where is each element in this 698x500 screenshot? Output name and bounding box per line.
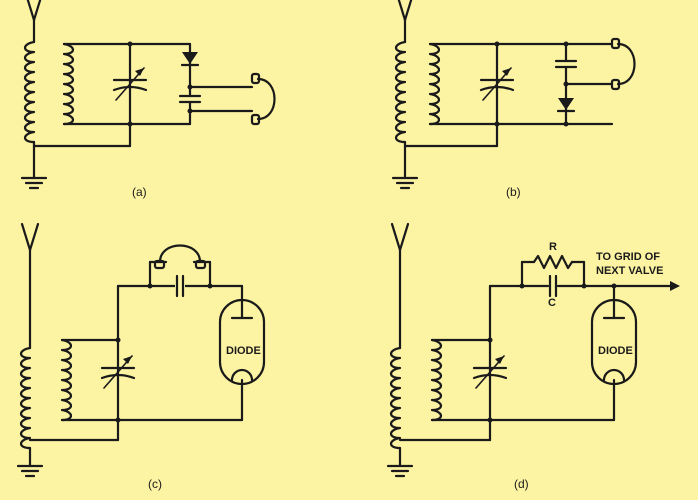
caption-c: (c) xyxy=(148,477,162,491)
output-label-line2: NEXT VALVE xyxy=(596,265,663,277)
caption-b: (b) xyxy=(506,185,521,199)
circuit-b: (b) xyxy=(391,0,636,199)
diode-label-c: DIODE xyxy=(226,345,261,357)
capacitor-label: C xyxy=(548,297,556,309)
circuit-c: DIODE (c) xyxy=(16,222,266,491)
caption-a: (a) xyxy=(132,185,147,199)
caption-d: (d) xyxy=(514,477,529,491)
circuit-a: (a) xyxy=(20,0,276,199)
output-label-line1: TO GRID OF xyxy=(596,251,660,263)
diode-label-d: DIODE xyxy=(598,345,633,357)
resistor-label: R xyxy=(549,241,557,253)
circuit-d: R C TO GRID OF NEXT VALVE DIODE (d) xyxy=(386,222,680,491)
